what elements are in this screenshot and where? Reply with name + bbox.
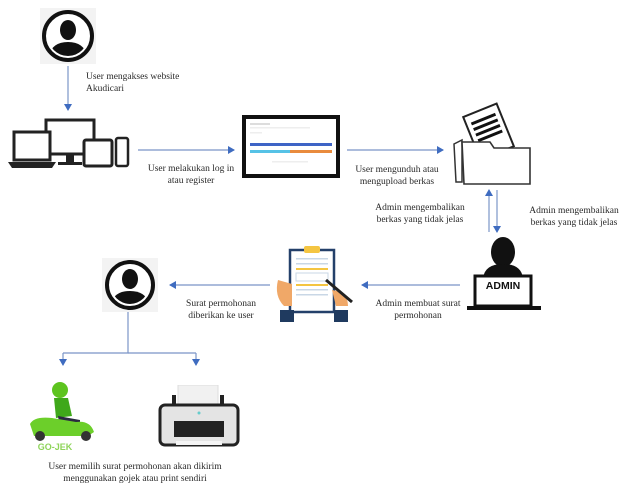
label-make-letter: Admin membuat surat permohonan: [363, 299, 473, 322]
devices-icon: [8, 118, 130, 168]
admin-laptop-icon: [467, 237, 541, 310]
label-return-left: Admin mengembalikan berkas yang tidak je…: [364, 203, 476, 226]
admin-node: ADMIN: [465, 236, 545, 314]
label-login-line1: User melakukan log in: [147, 164, 235, 174]
label-access-line2: Akudicari: [86, 83, 124, 94]
user-top-node: [40, 8, 96, 64]
label-login-line2: atau register: [167, 175, 215, 186]
label-return-left-line2: berkas yang tidak jelas: [376, 214, 464, 225]
label-give-letter-line2: diberikan ke user: [188, 310, 254, 321]
label-upload: User mengunduh atau mengupload berkas: [344, 165, 450, 188]
clipboard-form-icon: [276, 246, 353, 322]
printer-icon: [158, 384, 240, 447]
gojek-node: GO-JEK: [24, 380, 104, 452]
printer-node: [156, 384, 246, 453]
admin-label: ADMIN: [485, 280, 521, 292]
label-return-right: Admin mengembalikan berkas yang tidak je…: [518, 206, 630, 229]
label-give-letter-line1: Surat permohonan: [186, 299, 256, 309]
clipboard-node: [272, 240, 362, 330]
label-make-letter-line1: Admin membuat surat: [375, 299, 461, 309]
label-return-right-line2: berkas yang tidak jelas: [530, 217, 618, 228]
folder-documents-icon: [453, 102, 531, 185]
connector-user-branch: [63, 312, 129, 354]
label-login: User melakukan log in atau register: [136, 164, 246, 187]
label-make-letter-line2: permohonan: [394, 310, 442, 321]
label-return-right-line1: Admin mengembalikan: [529, 206, 619, 216]
label-return-left-line1: Admin mengembalikan: [375, 203, 465, 213]
user-bottom-node: [102, 258, 158, 312]
label-choose-line2: menggunakan gojek atau print sendiri: [63, 473, 207, 484]
label-upload-line1: User mengunduh atau: [355, 165, 439, 175]
label-access-line1: User mengakses website: [86, 72, 180, 82]
user-avatar-icon: [102, 258, 158, 312]
gojek-scooter-icon: [30, 382, 94, 441]
website-screen-icon: [242, 115, 340, 178]
user-avatar-icon: [40, 8, 96, 64]
label-access: User mengakses website Akudicari: [86, 72, 179, 95]
folder-node: [450, 100, 535, 185]
gojek-label: GO-JEK: [37, 442, 73, 452]
label-choose: User memilih surat permohonan akan dikir…: [0, 462, 270, 485]
label-upload-line2: mengupload berkas: [359, 176, 435, 187]
label-give-letter: Surat permohonan diberikan ke user: [173, 299, 269, 322]
website-node: [242, 115, 340, 178]
label-choose-line1: User memilih surat permohonan akan dikir…: [48, 462, 222, 472]
devices-node: [8, 118, 133, 174]
